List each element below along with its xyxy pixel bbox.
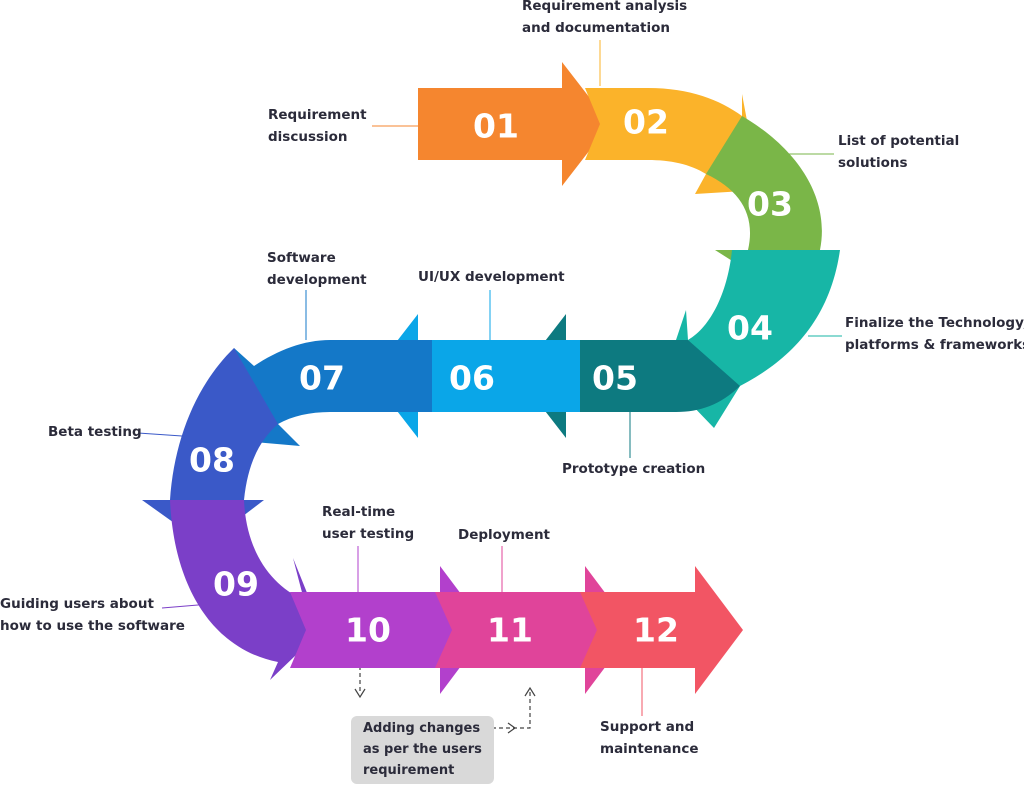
step-7-label-line-1: Software — [267, 250, 336, 266]
step-9-number: 09 — [213, 565, 259, 604]
connector-lines — [137, 40, 842, 716]
feedback-note-line-2: as per the users — [363, 742, 482, 757]
feedback-arrowhead-right — [507, 722, 517, 734]
step-8-number: 08 — [189, 441, 235, 480]
step-1-number: 01 — [473, 107, 519, 146]
step-1-label-line-1: Requirement — [268, 107, 367, 123]
step-12-arrow — [580, 566, 743, 694]
step-1-label-line-2: discussion — [268, 129, 348, 145]
connector-step-8 — [137, 432, 183, 437]
feedback-arrowhead-up — [524, 686, 536, 697]
feedback-note-line-1: Adding changes — [363, 721, 481, 736]
feedback-arrowhead-down — [354, 688, 366, 699]
step-9-label-line-1: Guiding users about — [0, 596, 154, 612]
step-1-arrow — [418, 62, 610, 186]
step-3-label-line-1: List of potential — [838, 133, 960, 149]
step-5-number: 05 — [592, 359, 638, 398]
step-10-label-line-1: Real-time — [322, 504, 396, 520]
step-2-label-line-1: Requirement analysis — [522, 0, 688, 14]
feedback-note-line-3: requirement — [363, 763, 455, 778]
step-6-label-line-1: UI/UX development — [418, 269, 565, 285]
step-2-label: Requirement analysis and documentation — [522, 0, 687, 39]
step-5-label-line-1: Prototype creation — [562, 461, 706, 477]
step-8-label: Beta testing — [48, 421, 142, 443]
arrows — [142, 62, 840, 694]
step-10-label-line-2: user testing — [322, 526, 415, 542]
step-9-arrow — [170, 500, 322, 680]
step-7-label-line-2: development — [267, 272, 367, 288]
step-9-label: Guiding users about how to use the softw… — [0, 593, 185, 637]
feedback-loop — [354, 666, 536, 734]
step-7-number: 07 — [299, 359, 345, 398]
step-3-label-line-2: solutions — [838, 155, 908, 171]
step-11-label-line-1: Deployment — [458, 527, 551, 543]
step-numbers: 01 02 03 04 05 06 07 08 09 10 11 12 — [189, 103, 793, 650]
step-4-number: 04 — [727, 309, 773, 348]
step-3-number: 03 — [747, 185, 793, 224]
step-6-number: 06 — [449, 359, 495, 398]
step-7-arrow — [232, 340, 432, 446]
step-12-label-line-2: maintenance — [600, 741, 699, 757]
step-11-label: Deployment — [458, 524, 550, 546]
step-3-arrow — [706, 116, 840, 290]
step-12-label: Support and maintenance — [600, 716, 699, 760]
step-4-label-line-2: platforms & frameworks — [845, 337, 1024, 353]
feedback-note-box: Adding changes as per the users requirem… — [351, 716, 494, 784]
step-3-label: List of potential solutions — [838, 130, 959, 174]
step-5-label: Prototype creation — [562, 458, 705, 480]
step-4-label-line-1: Finalize the Technology, — [845, 315, 1024, 331]
feedback-note-text: Adding changes as per the users requirem… — [363, 718, 482, 781]
step-12-label-line-1: Support and — [600, 719, 695, 735]
step-7-label: Software development — [267, 247, 367, 291]
step-9-label-line-2: how to use the software — [0, 618, 185, 634]
step-8-label-line-1: Beta testing — [48, 424, 142, 440]
step-4-label: Finalize the Technology, platforms & fra… — [845, 312, 1024, 356]
step-11-number: 11 — [487, 611, 533, 650]
step-6-label: UI/UX development — [418, 266, 565, 288]
step-10-number: 10 — [345, 611, 391, 650]
step-2-label-line-2: and documentation — [522, 20, 670, 36]
step-10-label: Real-time user testing — [322, 501, 414, 545]
step-12-number: 12 — [633, 611, 679, 650]
feedback-dashed-up — [492, 690, 531, 729]
step-8-arrow — [142, 348, 278, 545]
step-1-label: Requirement discussion — [268, 104, 367, 148]
step-2-number: 02 — [623, 103, 669, 142]
